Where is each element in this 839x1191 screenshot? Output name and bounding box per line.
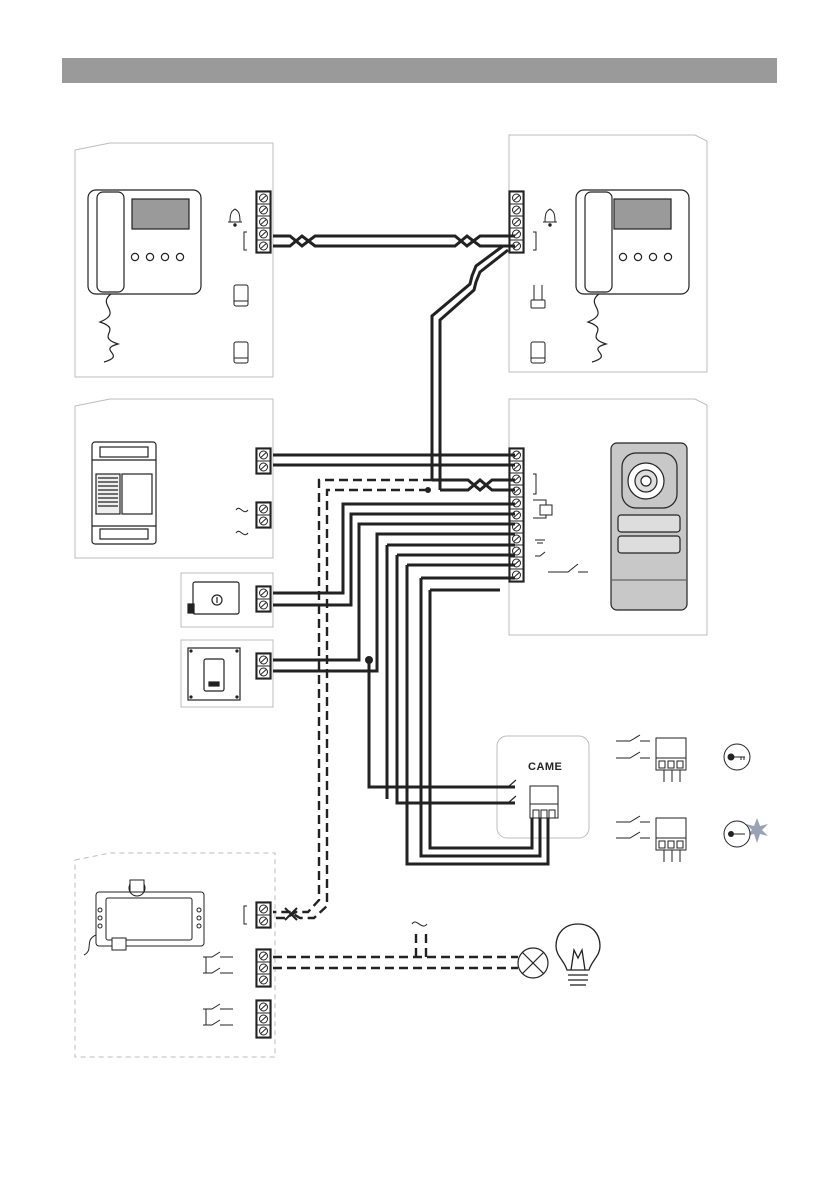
terminal-screw bbox=[257, 449, 270, 461]
monitor-left bbox=[88, 190, 201, 362]
terminal-screw bbox=[257, 974, 270, 986]
key-icon bbox=[724, 744, 750, 770]
terminal-screw bbox=[257, 950, 270, 962]
terminal-screw bbox=[257, 962, 270, 974]
monitor-right bbox=[576, 190, 689, 362]
bell-icon bbox=[228, 209, 242, 226]
terminal-screw bbox=[257, 599, 270, 611]
terminal-block-monitor-right bbox=[509, 191, 524, 253]
terminal-block-relay-1 bbox=[256, 949, 271, 987]
terminal-screw bbox=[257, 204, 270, 216]
terminal-screw bbox=[257, 903, 270, 915]
terminal-screw bbox=[257, 216, 270, 228]
jumper-icon-right-top bbox=[531, 285, 545, 308]
bracket-right-top bbox=[533, 232, 536, 250]
key-flash-icon bbox=[724, 818, 768, 847]
jumper-icon-right-bottom bbox=[531, 342, 545, 363]
terminal-screw bbox=[257, 503, 270, 515]
terminal-screw bbox=[510, 228, 523, 240]
terminal-screw bbox=[257, 1025, 270, 1037]
terminal-screw bbox=[257, 515, 270, 527]
terminal-screw bbox=[257, 228, 270, 240]
terminal-block-power-out bbox=[256, 448, 271, 474]
jumper-icon-left-bottom bbox=[234, 342, 248, 363]
key-function-contacts bbox=[616, 735, 650, 838]
terminal-block-power-in bbox=[256, 502, 271, 528]
terminal-block-relay-bus bbox=[256, 902, 271, 928]
terminal-screw bbox=[510, 461, 523, 473]
terminal-screw bbox=[257, 192, 270, 204]
power-supply bbox=[92, 442, 156, 544]
relay-contacts bbox=[203, 906, 247, 1025]
terminal-screw bbox=[510, 192, 523, 204]
door-panel bbox=[611, 443, 687, 610]
terminal-screw bbox=[257, 587, 270, 599]
jumper-icon-left-top bbox=[234, 285, 248, 306]
terminal-screw bbox=[257, 1001, 270, 1013]
terminal-block-monitor-left bbox=[256, 191, 271, 253]
ac-supply-icon bbox=[412, 922, 427, 926]
terminal-screw bbox=[257, 1013, 270, 1025]
terminal-block-relay-2 bbox=[256, 1000, 271, 1038]
lamp-symbol bbox=[518, 948, 548, 978]
terminal-screw bbox=[257, 461, 270, 473]
terminal-module-upper bbox=[656, 738, 686, 782]
gate-brand-label: CAME bbox=[528, 761, 562, 773]
terminal-screw bbox=[510, 216, 523, 228]
terminal-block-button bbox=[256, 653, 271, 679]
terminal-screw bbox=[257, 654, 270, 666]
terminal-screw bbox=[510, 557, 523, 569]
header-bar bbox=[62, 58, 777, 83]
light-bulb-icon bbox=[556, 924, 600, 985]
terminal-screw bbox=[257, 240, 270, 252]
relay-module bbox=[84, 880, 204, 955]
terminal-block-lock bbox=[256, 586, 271, 612]
exit-button bbox=[188, 648, 240, 700]
lock-release bbox=[188, 582, 239, 614]
bell-icon bbox=[543, 209, 557, 226]
terminal-module-lower bbox=[656, 818, 686, 862]
terminal-screw bbox=[257, 666, 270, 678]
ac-supply-icon bbox=[236, 508, 248, 534]
panel-side-symbols bbox=[533, 474, 588, 572]
terminal-screw bbox=[510, 204, 523, 216]
terminal-screw bbox=[257, 915, 270, 927]
bracket-left-top bbox=[244, 232, 247, 250]
